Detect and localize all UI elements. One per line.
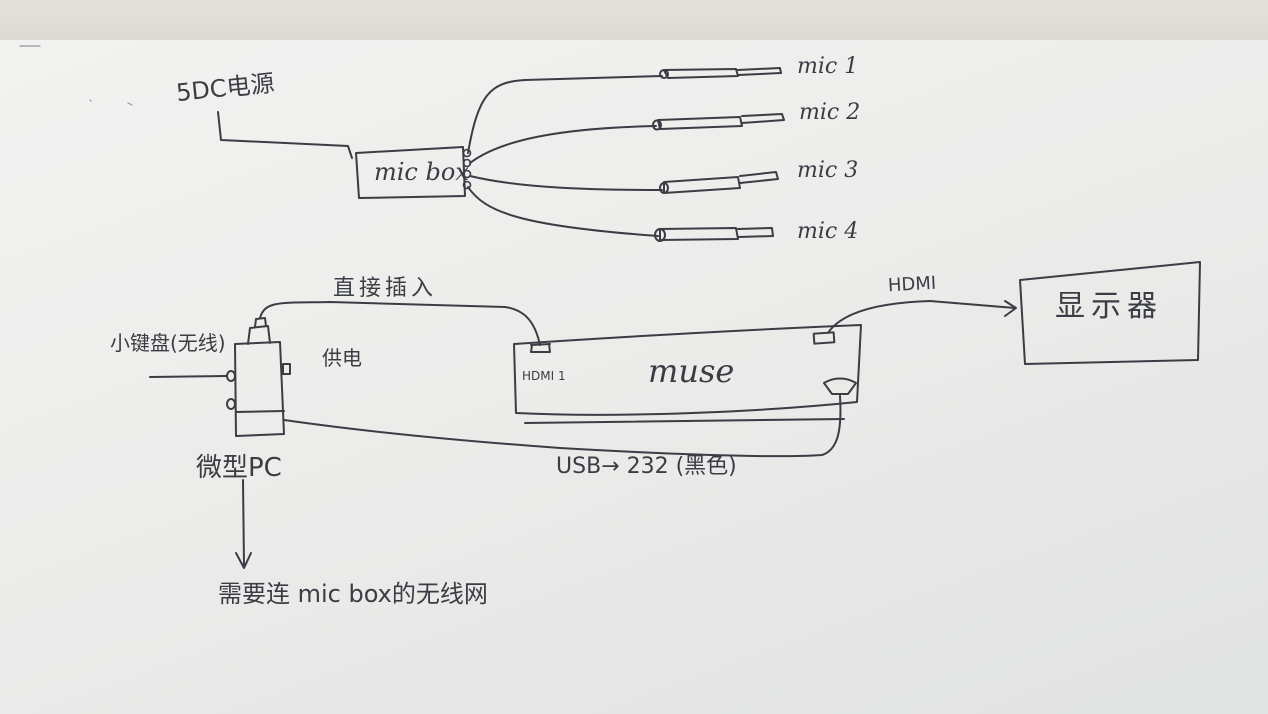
micbox-rect <box>355 146 466 199</box>
muse-usb-port <box>823 377 857 395</box>
mic-cable-2 <box>469 125 657 164</box>
keyboard-line <box>149 375 227 378</box>
usb-wire <box>283 395 842 458</box>
direct-plug-wire <box>259 301 541 346</box>
hdmi1-port <box>530 343 551 353</box>
muse-label: muse <box>648 352 735 390</box>
pc-down-arrow <box>235 552 252 569</box>
muse-inner-line <box>524 418 845 424</box>
mini-pc-label: 微型PC <box>196 453 282 483</box>
muse-hdmi-out-port <box>812 331 836 345</box>
mic-cable-4 <box>467 186 659 237</box>
mic-cable-3 <box>469 175 663 191</box>
hdmi-arrow <box>1004 300 1017 317</box>
mini-pc-body <box>234 341 285 437</box>
usb-link-label: USB→ 232 (黑色) <box>556 454 737 479</box>
mic-3-shape <box>659 171 779 194</box>
mic-3-label: mic 3 <box>797 158 859 183</box>
direct-plug-label: 直接插入 <box>333 276 438 301</box>
mini-pc-base <box>235 410 285 413</box>
wifi-note: 需要连 mic box的无线网 <box>218 580 488 608</box>
background-wall <box>0 0 1268 46</box>
micbox-label: mic box <box>374 158 469 186</box>
hdmi-link-label: HDMI <box>887 272 937 297</box>
mic-4-shape <box>654 227 774 242</box>
muse-box <box>513 324 862 416</box>
keyboard-label: 小键盘(无线) <box>110 331 226 355</box>
power-wire <box>217 111 353 159</box>
mic-cable-1 <box>467 75 663 154</box>
mini-pc-port-left <box>226 370 236 382</box>
mic-1-shape <box>659 67 782 79</box>
mic-1-label: mic 1 <box>797 54 859 79</box>
pc-down-line <box>242 479 245 566</box>
power-supply-label: 供电 <box>322 346 362 370</box>
display-label: 显示器 <box>1055 289 1163 324</box>
mini-pc-top <box>247 325 271 345</box>
display-box <box>1019 261 1201 365</box>
mini-pc-port-right <box>282 363 291 375</box>
hdmi-wire <box>827 300 1016 334</box>
mini-pc-port-left-2 <box>226 398 236 410</box>
mic-2-shape <box>652 113 785 131</box>
mic-2-label: mic 2 <box>799 100 861 125</box>
mic-4-label: mic 4 <box>797 219 859 244</box>
paper-specks <box>19 45 133 106</box>
hdmi1-label: HDMI 1 <box>522 369 566 383</box>
